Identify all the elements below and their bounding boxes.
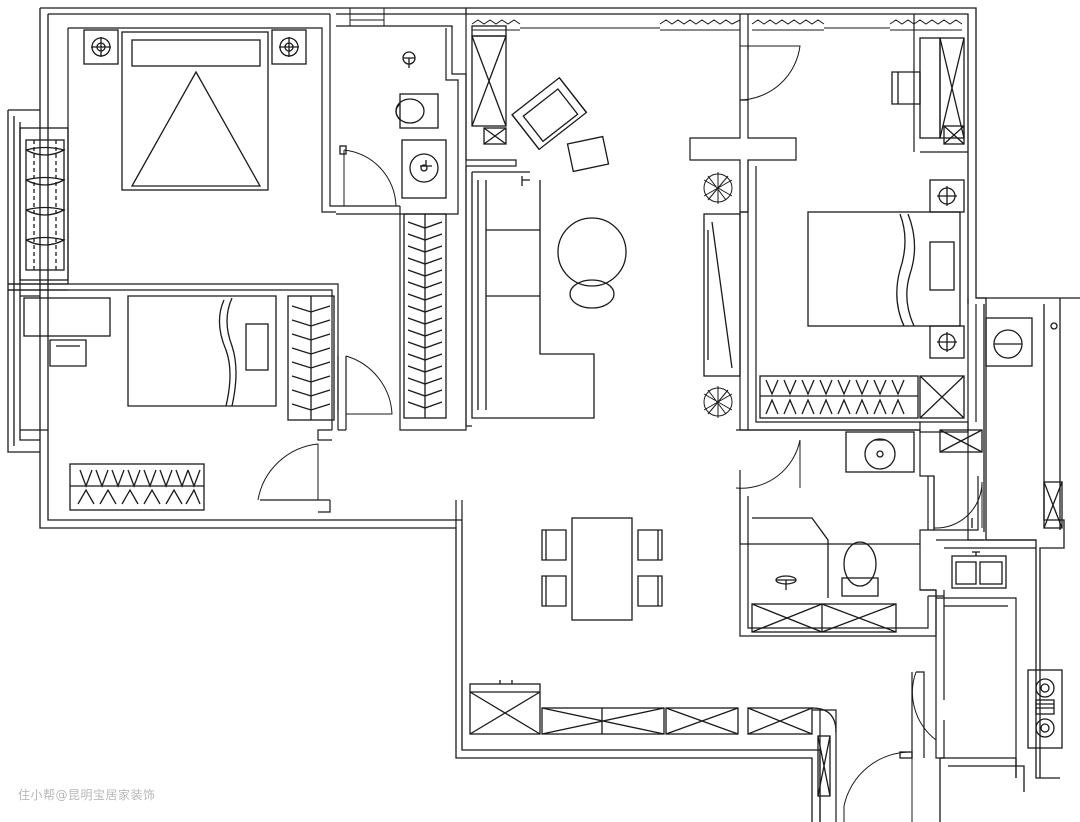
- armchair-icon: [511, 76, 588, 151]
- outer-walls: [7, 7, 1080, 822]
- bathroom-2: [735, 431, 983, 633]
- sofa-icon: [471, 171, 595, 419]
- dining-area: [541, 517, 663, 621]
- washing-machine-icon: [939, 317, 1063, 529]
- living-room: [471, 25, 801, 419]
- toilet-icon: [395, 93, 439, 129]
- plant-icon: [703, 172, 733, 418]
- bathroom-1: [339, 51, 447, 207]
- kitchen: [951, 551, 1063, 749]
- toilet-icon: [841, 541, 879, 597]
- sink-icon: [401, 139, 447, 199]
- second-bedroom: [23, 295, 393, 511]
- stove-icon: [1027, 669, 1063, 749]
- nightstand-right: [271, 29, 307, 65]
- wardrobe: [287, 295, 335, 421]
- wardrobe-low: [69, 463, 205, 511]
- sink-icon: [951, 551, 1007, 589]
- master-bedroom: [19, 29, 307, 281]
- nightstand: [929, 179, 965, 359]
- corridor-wardrobe: [403, 213, 447, 419]
- entry-cabinets: [469, 671, 937, 822]
- windows: [349, 7, 963, 31]
- sink-icon: [845, 431, 915, 473]
- third-bedroom: [759, 37, 965, 419]
- tv-cabinet: [703, 213, 741, 377]
- nightstand-left: [83, 29, 119, 65]
- watermark-text: 住小帮@昆明宝居家装饰: [18, 788, 156, 802]
